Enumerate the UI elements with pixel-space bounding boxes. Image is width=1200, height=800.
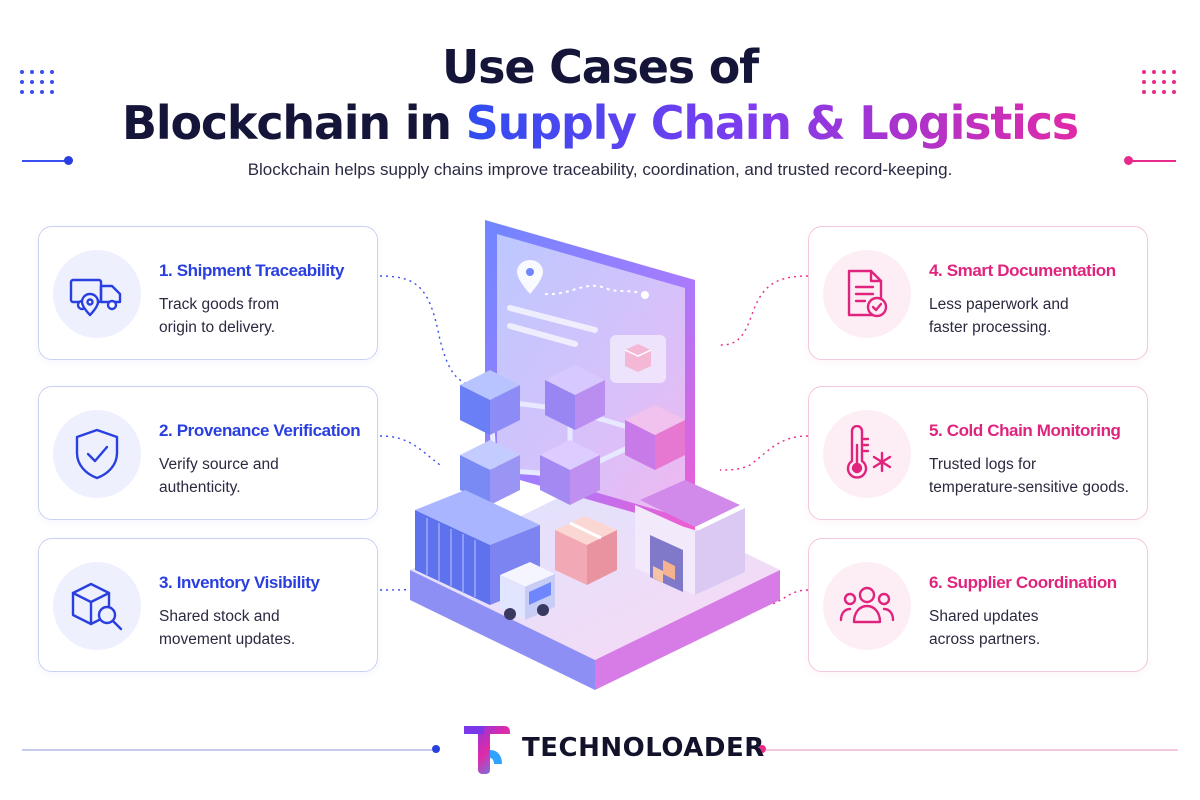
- page-title-line-1: Use Cases of: [442, 40, 759, 94]
- page-title-dark-part: Blockchain in: [122, 96, 452, 150]
- card-title: 5. Cold Chain Monitoring: [929, 421, 1121, 440]
- footer-dot-right: [758, 745, 766, 753]
- card-title: 6. Supplier Coordination: [929, 573, 1117, 592]
- page-subtitle: Blockchain helps supply chains improve t…: [247, 160, 953, 179]
- shield-check-icon: [53, 410, 141, 498]
- brand-name: TECHNOLOADER: [522, 733, 765, 763]
- header-dot-right: [1124, 156, 1133, 165]
- card-shipment-traceability: 1. Shipment Traceability Track goods fro…: [38, 226, 378, 360]
- header-line-left: [22, 160, 66, 162]
- truck-location-icon: [53, 250, 141, 338]
- footer-line-left: [22, 749, 432, 751]
- people-group-icon: [823, 562, 911, 650]
- card-provenance-verification: 2. Provenance Verification Verify source…: [38, 386, 378, 520]
- decorative-dots-left: [20, 70, 54, 94]
- card-title: 2. Provenance Verification: [159, 421, 361, 440]
- decorative-dots-right: [1142, 70, 1176, 94]
- card-inventory-visibility: 3. Inventory Visibility Shared stock and…: [38, 538, 378, 672]
- technoloader-logo-icon: [464, 726, 510, 774]
- blockchain-logistics-illustration: [410, 220, 780, 690]
- box-search-icon: [53, 562, 141, 650]
- document-check-icon: [823, 250, 911, 338]
- card-title: 1. Shipment Traceability: [159, 261, 345, 280]
- page-title-line-2: Blockchain in Supply Chain & Logistics: [0, 96, 1200, 150]
- header-dot-left: [64, 156, 73, 165]
- card-title: 4. Smart Documentation: [929, 261, 1116, 280]
- brand-logo: TECHNOLOADER: [460, 720, 765, 776]
- card-smart-documentation: 4. Smart Documentation Less paperwork an…: [808, 226, 1148, 360]
- header-line-right: [1132, 160, 1176, 162]
- page-title-gradient-part: Supply Chain & Logistics: [465, 96, 1080, 150]
- footer-dot-left: [432, 745, 440, 753]
- card-title: 3. Inventory Visibility: [159, 573, 320, 592]
- thermometer-snowflake-icon: [823, 410, 911, 498]
- footer-line-right: [766, 749, 1178, 751]
- blockchain-cube: [460, 370, 520, 435]
- card-cold-chain-monitoring: 5. Cold Chain Monitoring Trusted logs fo…: [808, 386, 1148, 520]
